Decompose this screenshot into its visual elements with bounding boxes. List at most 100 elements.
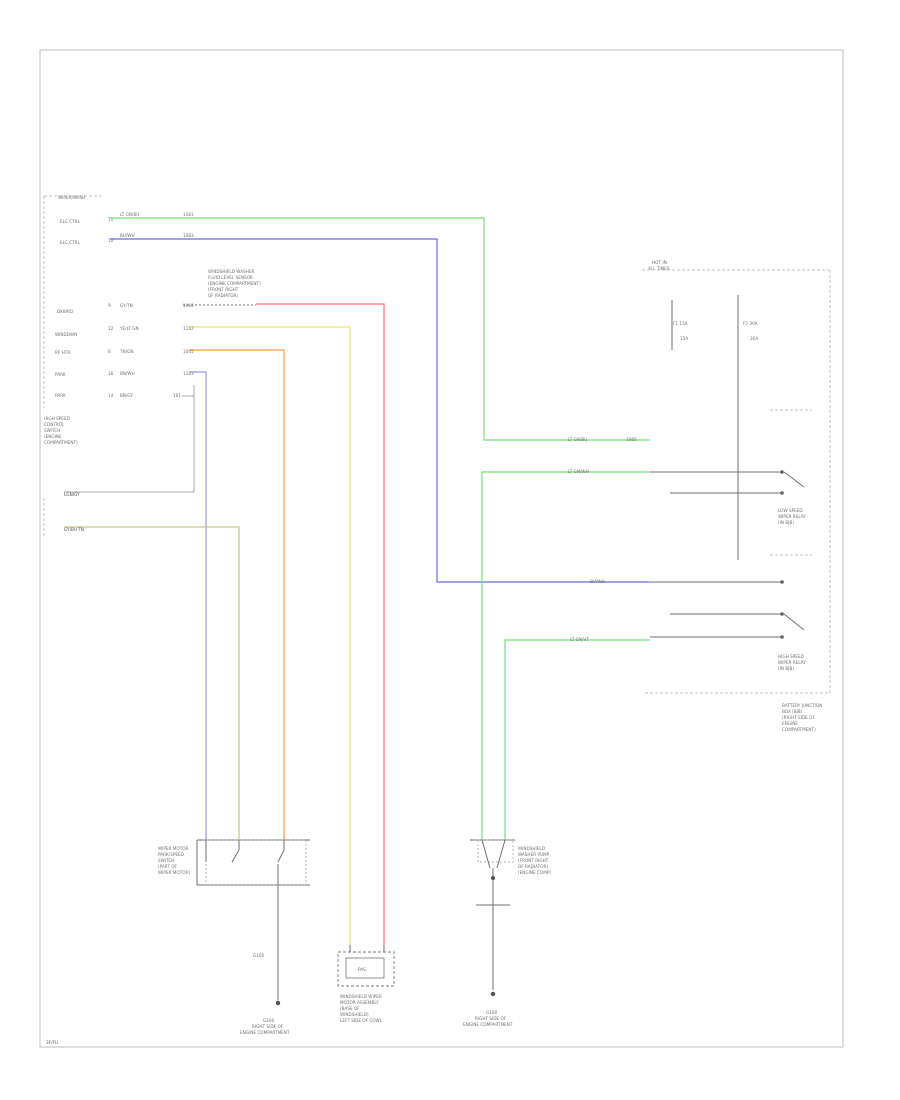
- fuse-b-label: F2 30A: [743, 321, 758, 326]
- bjb-label-3: (RIGHT SIDE OF: [782, 715, 815, 720]
- wire-6-color: BN/WH: [120, 371, 135, 376]
- relay-lower-label-2: WIPER RELAY: [778, 660, 806, 665]
- module-left-name-1: HIGH SPEED: [44, 416, 70, 421]
- wire-2-color: BU/WH: [120, 233, 135, 238]
- wire-3-pin: 9: [108, 303, 111, 308]
- wire-7-circ: 161: [173, 393, 181, 398]
- left-ground-note-3: ENGINE COMPARTMENT: [240, 1030, 290, 1035]
- page-code: 3F/FU: [46, 1040, 58, 1045]
- module-left-name-4: (ENGINE: [44, 434, 62, 439]
- wire-1-color: LT GN/BU: [120, 212, 139, 217]
- bjb-label-5: COMPARTMENT): [782, 727, 816, 732]
- wire-3-circ: 1064: [183, 303, 194, 308]
- wire-2-pin: 10: [108, 238, 114, 243]
- sensor-note-2: FLUID LEVEL SENSOR: [208, 275, 253, 280]
- wire-8-circ: 1065: [626, 437, 637, 442]
- pin-label-2: ELC CTRL: [60, 240, 81, 245]
- wire-7-color: BN/GY: [120, 393, 133, 398]
- right-switch-label-3: (FRONT RIGHT: [518, 858, 549, 863]
- right-ground-note-1: G100: [486, 1010, 498, 1015]
- wire-green-top: [110, 217, 650, 441]
- pin-label-3: DKWRD: [57, 309, 73, 314]
- relay-upper-label-1: LOW SPEED: [778, 508, 803, 513]
- wiper-motor: PAS WINDSHIELD WIPER MOTOR ASSEMBLY (BAS…: [337, 945, 395, 1023]
- relay-upper-terminal-a: [780, 470, 784, 474]
- fuse-box-title: HOT IN: [652, 260, 667, 265]
- motor-label-1: WINDSHIELD WIPER: [340, 994, 382, 999]
- wire-4-color: YE/LT GN: [119, 326, 139, 331]
- fuse-b-label2: 30A: [750, 336, 758, 341]
- fuse-a-label: F1 15A: [673, 321, 688, 326]
- lower-left-label2: GY/BU-TN: [64, 527, 84, 532]
- left-ground-note-2: RIGHT SIDE OF: [252, 1024, 284, 1029]
- left-switch-ground-label: G100: [253, 953, 265, 958]
- relay-upper-label-3: (IN BJB): [778, 520, 794, 525]
- wire-1-pin: 11: [108, 217, 114, 222]
- bjb-label-2: BOX (BJB): [782, 709, 803, 714]
- pin-label-7: PARK: [55, 393, 66, 398]
- diagram-frame: [39, 49, 844, 1048]
- motor-label-4: WINDSHIELD): [340, 1012, 369, 1017]
- motor-label-2: MOTOR ASSEMBLY: [340, 1000, 379, 1005]
- relay-lower-wire-a: BU/WH: [590, 579, 605, 584]
- relay-upper-label-2: WIPER RELAY: [778, 514, 806, 519]
- sensor-note-4: (FRONT RIGHT: [208, 287, 239, 292]
- relay-lower-label-1: HIGH SPEED: [778, 654, 804, 659]
- left-ground-note-1: G100: [263, 1018, 275, 1023]
- module-left-title: WIPER/WASH: [58, 195, 85, 200]
- right-switch: WINDSHIELD WASHER PUMP (FRONT RIGHT OF R…: [463, 839, 551, 1027]
- left-switch-label-1: WIPER MOTOR: [158, 846, 189, 851]
- motor-box-label: PAS: [358, 967, 366, 972]
- right-ground-note-3: ENGINE COMPARTMENT: [463, 1022, 513, 1027]
- motor-label-3: (BASE OF: [340, 1006, 360, 1011]
- wire-green-relay-a: [481, 471, 650, 840]
- sensor-note-3: (ENGINE COMPARTMENT): [208, 281, 261, 286]
- wire-2-circ: 1083: [183, 233, 194, 238]
- bjb-label-1: BATTERY JUNCTION: [782, 703, 822, 708]
- wire-olive: [64, 526, 240, 840]
- wire-yellow: [190, 326, 351, 945]
- wire-4-circ: 1162: [183, 326, 194, 331]
- relay-lower-terminal-b: [780, 612, 784, 616]
- relay-upper-terminal-b: [780, 491, 784, 495]
- right-switch-junction: [491, 876, 495, 880]
- lower-left-label: LGN/GY: [64, 492, 80, 497]
- right-switch-label-1: WINDSHIELD: [518, 846, 545, 851]
- wire-red: [256, 303, 385, 945]
- relay-lower-wire-b: LT GN/VT: [570, 637, 589, 642]
- right-switch-label-4: OF RADIATOR): [518, 864, 548, 869]
- wire-orange: [190, 349, 285, 840]
- wire-4-pin: 12: [108, 326, 114, 331]
- relay-upper-wire-b: LT GN/WH: [568, 469, 589, 474]
- relay-lower: HIGH SPEED WIPER RELAY (IN BJB): [650, 554, 812, 671]
- sensor-note: WINDSHIELD WASHER FLUID LEVEL SENSOR (EN…: [208, 269, 261, 298]
- left-switch-label-3: SWITCH: [158, 858, 174, 863]
- left-switch-label-4: (PART OF: [158, 864, 178, 869]
- relay-lower-label-3: (IN BJB): [778, 666, 794, 671]
- wire-green-relay-b: [504, 639, 650, 840]
- module-left-name-2: CONTROL: [44, 422, 65, 427]
- bjb-label-4: ENGINE: [782, 721, 798, 726]
- left-switch-label-5: WIPER MOTOR): [158, 870, 190, 875]
- wire-1-circ: 1081: [183, 212, 194, 217]
- wire-6-pin: 16: [108, 371, 114, 376]
- bjb-label: BATTERY JUNCTION BOX (BJB) (RIGHT SIDE O…: [782, 703, 822, 732]
- wire-5-color: TN/GN: [119, 349, 133, 354]
- wire-5-pin: 8: [108, 349, 111, 354]
- module-left-name-3: SWITCH: [44, 428, 60, 433]
- fuse-box-title2: ALL TIMES: [648, 266, 670, 271]
- sensor-note-1: WINDSHIELD WASHER: [208, 269, 255, 274]
- left-switch-ground-terminal: [275, 1000, 281, 1006]
- module-left-name-5: COMPARTMENT): [44, 440, 78, 445]
- wire-blue-top: [110, 238, 650, 583]
- right-switch-label-2: WASHER PUMP: [518, 852, 550, 857]
- relay-upper-wire-a: LT GN/BU: [568, 437, 587, 442]
- right-switch-label-5: (ENGINE COMP): [518, 870, 551, 875]
- pin-label-1: ELC CTRL: [60, 219, 81, 224]
- fuse-box: HOT IN ALL TIMES F1 15A 15A F2 30A 30A: [642, 260, 831, 694]
- motor-label-5: LEFT SIDE OF COWL: [340, 1018, 383, 1023]
- left-module: WIPER/WASH ELC CTRL ELC CTRL DKWRD WINDD…: [43, 195, 195, 536]
- pin-label-5: RF HTR: [55, 350, 70, 355]
- pin-label-6: PARK: [55, 372, 66, 377]
- wire-7-pin: 14: [108, 393, 114, 398]
